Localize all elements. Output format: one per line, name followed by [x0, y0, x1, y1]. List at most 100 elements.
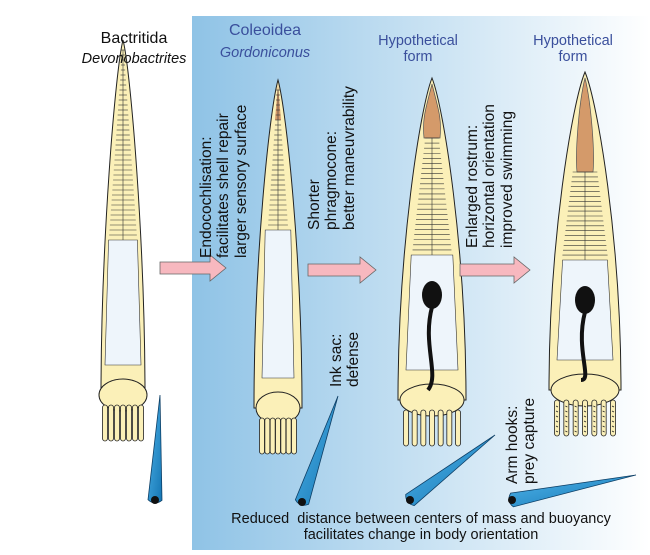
arm-hook — [602, 405, 605, 408]
arm-hook — [593, 430, 596, 433]
arm — [269, 417, 276, 455]
arm-hook — [565, 410, 568, 413]
arm — [411, 409, 418, 447]
arm-hook — [593, 405, 596, 408]
arm — [275, 417, 281, 455]
living-chamber — [104, 239, 142, 366]
arm-hook — [565, 430, 568, 433]
living-chamber — [261, 229, 295, 379]
label-devonobactrites: Devonobactrites — [81, 51, 187, 67]
organism-gordoniconus — [253, 78, 303, 455]
arm-hook — [583, 415, 587, 418]
arm — [280, 417, 287, 455]
arm-hook — [602, 415, 605, 418]
arm-hook — [593, 415, 596, 418]
orientation-marker-tip — [151, 496, 159, 504]
arm — [259, 417, 265, 455]
label-hypothetical-form-1: Hypothetical form — [378, 33, 458, 66]
ink-sac — [422, 281, 442, 309]
label-gordoniconus: Gordoniconus — [219, 45, 311, 61]
arm-hook — [574, 420, 577, 423]
caption: Reduced distance between centers of mass… — [231, 511, 611, 544]
organism-bactritida — [98, 39, 148, 442]
arm — [138, 404, 144, 442]
label-bactritida: Bactritida — [100, 30, 168, 47]
arm — [126, 404, 132, 442]
arm-hook — [555, 405, 559, 408]
annotation-arm-hooks: Arm hooks: prey capture — [504, 397, 539, 484]
arm-hook — [555, 415, 559, 418]
arm-hook — [565, 420, 568, 423]
arm-hook — [593, 410, 596, 413]
arm — [455, 409, 461, 447]
orientation-marker-tip — [298, 498, 306, 506]
arm — [591, 399, 598, 437]
arm-hook — [602, 425, 605, 428]
arm-hook — [611, 405, 615, 408]
arm-hook — [602, 430, 605, 433]
transition-arrow — [159, 254, 227, 282]
orientation-marker-tip — [508, 496, 516, 504]
arm — [403, 409, 409, 447]
arm — [429, 409, 435, 447]
arm — [572, 399, 579, 437]
arm-hook — [574, 410, 577, 413]
arm-hook — [555, 430, 559, 433]
arm-hook — [593, 420, 596, 423]
annotation-phragmocone: Shorter phragmocone: better maneuvrabili… — [306, 86, 358, 230]
organism-hypothetical-2 — [548, 70, 622, 437]
arm-hook — [583, 420, 587, 423]
arm — [610, 399, 616, 437]
orientation-marker-tip — [406, 496, 414, 504]
arm-hook — [611, 420, 615, 423]
arm-hook — [611, 415, 615, 418]
ink-duct — [579, 311, 588, 382]
arm — [291, 417, 297, 455]
transition-arrow — [459, 256, 531, 284]
arm-hook — [602, 420, 605, 423]
arm — [554, 399, 560, 437]
label-coleoidea: Coleoidea — [228, 22, 302, 39]
arm-hook — [555, 420, 559, 423]
arm-hook — [611, 425, 615, 428]
annotation-endocochleation: Endocochlisation: facilitates shell repa… — [198, 104, 250, 258]
arm-hook — [611, 430, 615, 433]
arm — [420, 409, 427, 447]
ink-sac — [575, 286, 595, 314]
arm-hook — [574, 415, 577, 418]
orientation-marker — [147, 394, 163, 504]
arm-hook — [574, 425, 577, 428]
annotation-ink-sac: Ink sac: defense — [328, 331, 363, 387]
arm-hook — [555, 410, 559, 413]
label-hypothetical-form-2: Hypothetical form — [533, 33, 613, 66]
arm — [563, 399, 570, 437]
arm-hook — [565, 425, 568, 428]
arm-hook — [583, 410, 587, 413]
arm-hook — [574, 405, 577, 408]
annotation-rostrum: Enlarged rostrum: horizontal orientation… — [464, 104, 516, 248]
arm-hook — [555, 425, 559, 428]
arm-hook — [611, 410, 615, 413]
ink-duct — [426, 306, 435, 392]
arm-hook — [565, 405, 568, 408]
arm-hook — [565, 415, 568, 418]
arm — [132, 404, 138, 442]
arm — [285, 417, 292, 455]
arm-hook — [583, 405, 587, 408]
arm — [582, 399, 588, 437]
arm — [600, 399, 607, 437]
arm — [264, 417, 271, 455]
arm — [102, 404, 108, 442]
arm-hook — [593, 425, 596, 428]
organism-hypothetical-1 — [397, 76, 467, 447]
arm-hook — [583, 430, 587, 433]
arm — [437, 409, 444, 447]
arm-hook — [602, 410, 605, 413]
arm — [114, 404, 120, 442]
arm — [446, 409, 453, 447]
arm — [108, 404, 114, 442]
arm-hook — [583, 425, 587, 428]
arm — [120, 404, 126, 442]
